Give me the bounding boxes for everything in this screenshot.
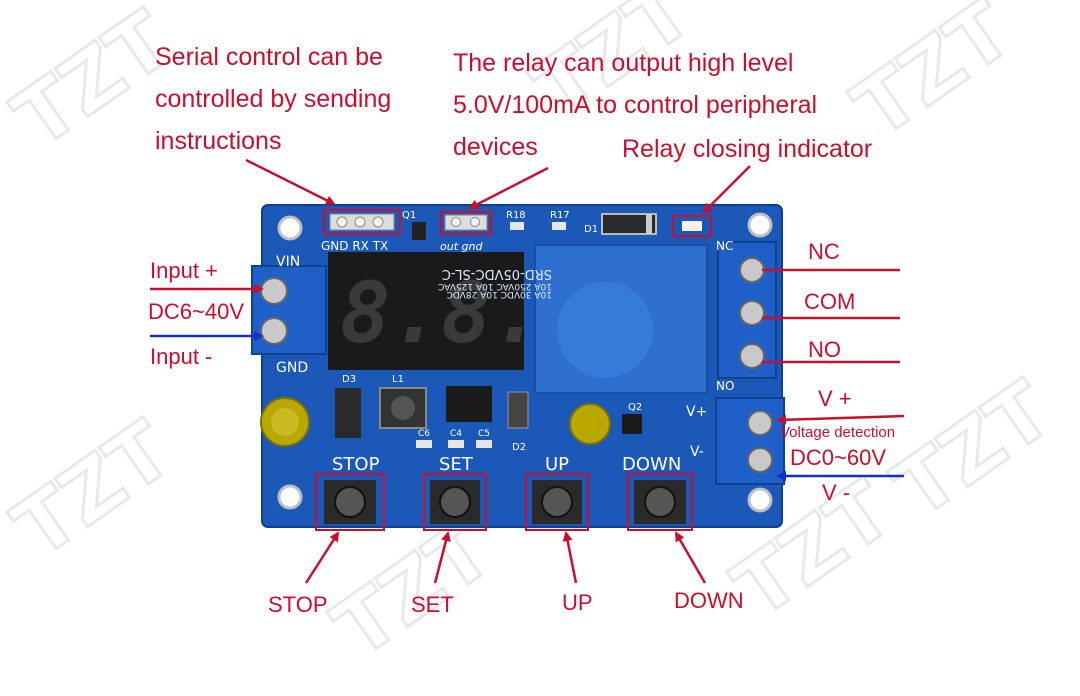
c4-label: C4	[450, 429, 462, 439]
input-range-label: DC6~40V	[148, 299, 245, 324]
d3-diode	[335, 388, 361, 438]
smd-resistors	[510, 222, 566, 230]
arrow-vplus	[776, 414, 905, 425]
input-minus-label: Input -	[150, 344, 213, 369]
relay-model: SRD-05VDC-SL-C	[442, 266, 552, 281]
relay-terminal-screws	[739, 257, 765, 369]
relay-output-line-1: The relay can output high level	[453, 49, 794, 77]
detect-terminal-screws	[747, 410, 773, 473]
com-label: COM	[804, 289, 856, 314]
serial-line-3: instructions	[155, 127, 282, 155]
arrow-serial	[245, 158, 336, 206]
relay-indicator-annotation: Relay closing indicator	[622, 135, 873, 163]
vminus-label: V -	[822, 480, 851, 505]
vplus-label: V +	[818, 386, 852, 411]
out-pin-label: out gnd	[440, 240, 483, 253]
board-set-label: SET	[439, 454, 474, 475]
detect-range-label: DC0~60V	[790, 445, 887, 470]
arrow-stop	[304, 531, 340, 584]
arrow-down	[674, 531, 707, 584]
q2-label: Q2	[628, 402, 642, 413]
board-no-label: NO	[716, 379, 734, 393]
set-label: SET	[411, 592, 454, 617]
nc-label: NC	[808, 239, 840, 264]
ic-chip	[446, 386, 492, 422]
relay-output-line-2: 5.0V/100mA to control peripheral	[453, 91, 818, 119]
serial-line-1: Serial control can be	[155, 43, 383, 71]
mounting-holes	[277, 212, 773, 513]
down-button[interactable]	[627, 473, 693, 531]
out-header-pins	[444, 214, 488, 231]
d2-label: D2	[512, 442, 526, 453]
smd-capacitors	[416, 440, 492, 448]
serial-pin-label: GND RX TX	[321, 239, 388, 253]
q1-transistor	[412, 222, 426, 240]
q2-transistor	[622, 414, 642, 434]
d1-label: D1	[584, 224, 598, 235]
relay-spec-2: 10A 30VDC 10A 28VDC	[447, 289, 552, 299]
board-down-label: DOWN	[622, 454, 681, 475]
arrow-relay-output	[468, 166, 549, 210]
stop-label: STOP	[268, 592, 328, 617]
board-stop-label: STOP	[332, 454, 380, 475]
out-header-highlight	[440, 211, 492, 235]
board-vplus-label: V+	[686, 404, 707, 420]
serial-control-annotation: Serial control can be controlled by send…	[155, 36, 391, 162]
d3-label: D3	[342, 374, 356, 385]
electrolytic-capacitor	[260, 397, 310, 447]
relay-output-line-3: devices	[453, 133, 538, 161]
serial-header-pins	[329, 213, 395, 231]
voltage-detection-label: Voltage detection	[780, 424, 896, 441]
stop-button[interactable]	[315, 473, 385, 531]
buzzer	[569, 403, 611, 445]
c5-label: C5	[478, 429, 490, 439]
d2-diode	[507, 391, 529, 429]
input-plus-label: Input +	[150, 258, 218, 283]
up-label: UP	[562, 590, 593, 615]
r18-label: R18	[506, 210, 526, 221]
relay-output-annotation: The relay can output high level 5.0V/100…	[453, 42, 817, 168]
q1-label: Q1	[402, 210, 416, 221]
board-nc-label: NC	[716, 239, 733, 253]
relay-led	[682, 221, 702, 231]
up-button[interactable]	[525, 473, 589, 531]
board-up-label: UP	[545, 454, 569, 475]
c6-label: C6	[418, 429, 430, 439]
r17-label: R17	[550, 210, 570, 221]
relay-led-highlight	[672, 215, 712, 237]
no-label: NO	[808, 337, 841, 362]
serial-header-highlight	[323, 209, 401, 235]
display-housing	[328, 252, 524, 370]
set-button[interactable]	[423, 473, 487, 531]
relay-dome	[557, 282, 653, 378]
board-vin-label: VIN	[276, 254, 300, 270]
d1-diode	[601, 213, 657, 235]
relay-spec-1: 10A 250VAC 10A 125VAC	[438, 281, 552, 291]
arrow-relay-indicator	[702, 165, 751, 214]
arrow-up	[562, 531, 578, 584]
board-vminus-label: V-	[690, 444, 704, 460]
board-gnd-label: GND	[276, 360, 308, 376]
serial-line-2: controlled by sending	[155, 85, 392, 113]
arrow-set	[433, 531, 451, 584]
detect-terminal-block	[715, 397, 785, 485]
down-label: DOWN	[674, 588, 744, 613]
l1-label: L1	[392, 374, 404, 385]
